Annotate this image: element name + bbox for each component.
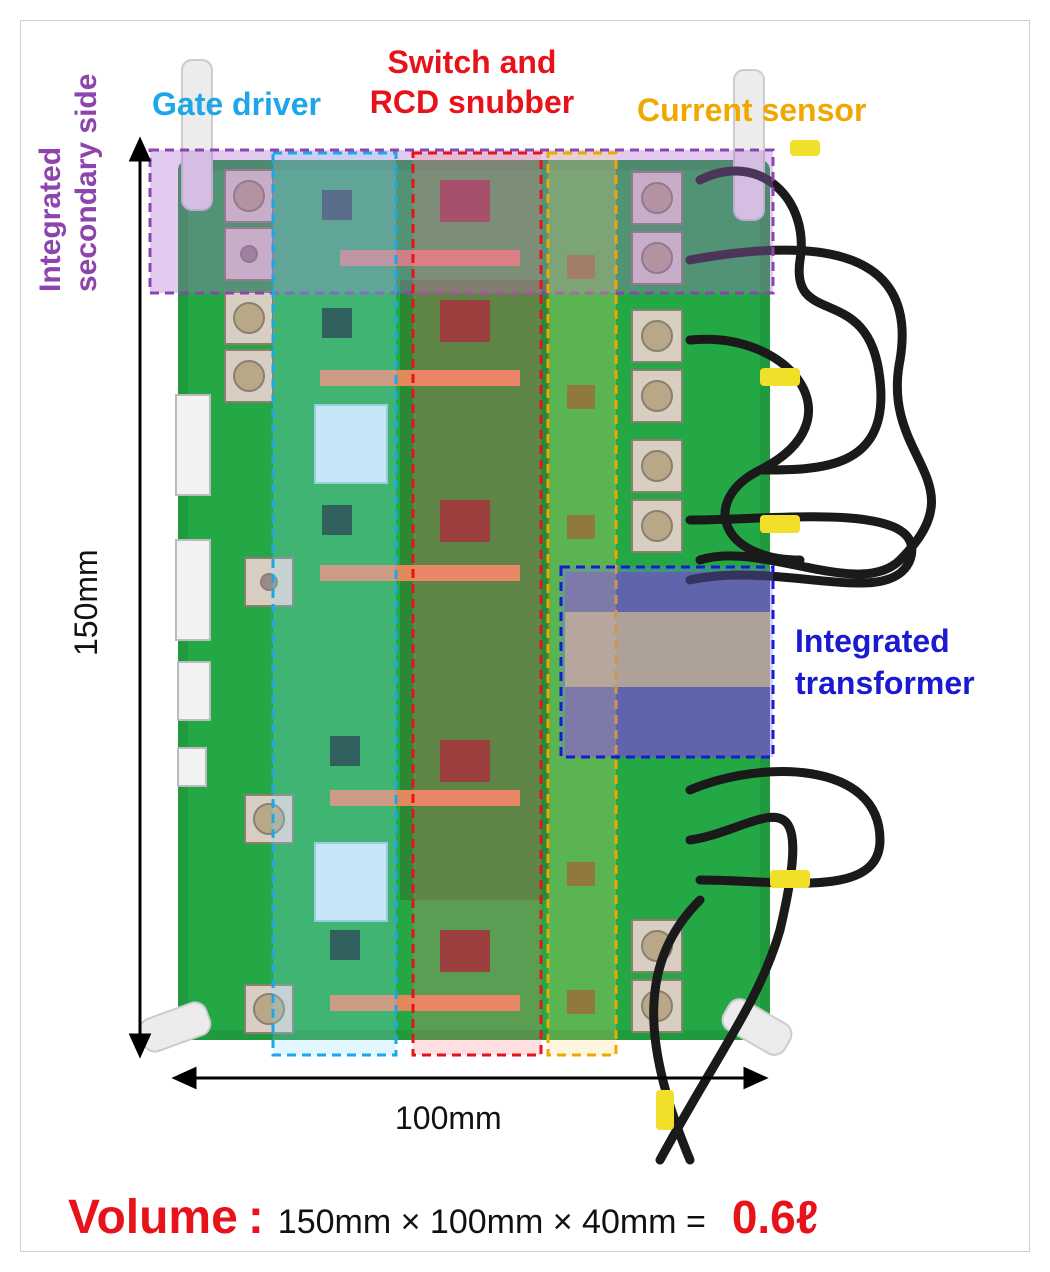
connectors (175, 394, 211, 787)
secondary-label-line2: secondary side (70, 73, 103, 292)
height-dimension-label: 150mm (68, 549, 104, 656)
mosfets (440, 180, 490, 972)
transformer-label-line1: Integrated (795, 623, 950, 659)
current-sensor-chips (567, 255, 595, 1014)
transformer-label-line2: transformer (795, 665, 975, 701)
integrated-secondary-label: Integrated secondary side (34, 73, 103, 292)
volume-label: Volume (68, 1191, 238, 1244)
volume-separator: : (247, 1191, 264, 1244)
volume-line: Volume : 150mm × 100mm × 40mm = 0.6ℓ (68, 1190, 818, 1245)
transformer-label: Integrated transformer (795, 625, 975, 699)
transformer-core (565, 572, 770, 757)
isolated-modules (314, 404, 388, 922)
switch-label-line2: RCD snubber (369, 84, 575, 120)
switch-box (411, 151, 543, 1057)
width-dimension-arrow (171, 1066, 769, 1090)
image-frame (20, 20, 1030, 1252)
height-dimension-arrow (128, 136, 152, 1059)
current-sensor-box (546, 151, 618, 1057)
resistor-rows (320, 250, 520, 1011)
secondary-label-line1: Integrated (34, 146, 67, 292)
secondary-side-box (148, 148, 775, 295)
volume-expression: 150mm × 100mm × 40mm = (277, 1203, 706, 1241)
switch-label-line1: Switch and (387, 44, 557, 80)
current-sensor-label: Current sensor (637, 92, 867, 128)
switch-label: Switch and RCD snubber (352, 46, 592, 118)
transformer-box (559, 565, 775, 759)
gate-driver-chips (322, 190, 360, 960)
left-terminals (224, 169, 294, 1034)
gate-driver-label: Gate driver (152, 86, 321, 122)
width-dimension-label: 100mm (395, 1100, 502, 1136)
volume-result: 0.6ℓ (731, 1191, 819, 1243)
gate-driver-box (271, 151, 398, 1057)
yellow-sleeves (656, 140, 820, 1130)
